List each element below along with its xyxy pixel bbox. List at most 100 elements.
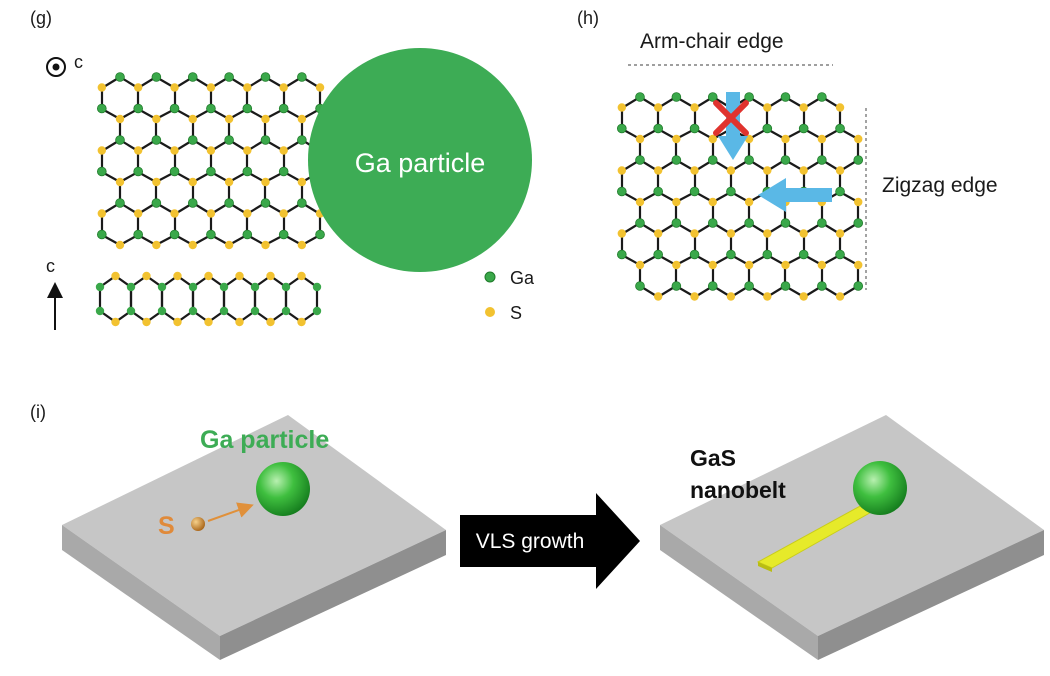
s-atom [799,166,808,175]
s-atom [133,146,143,155]
armchair-edge-label: Arm-chair edge [640,30,784,53]
s-atom [690,292,699,301]
ga-particle-label: Ga particle [355,148,486,178]
s-atom [817,260,827,270]
s-atom [617,166,627,175]
ga-s-lattice-top-view [97,72,344,250]
ga-atom [242,103,253,114]
s-atom [188,114,197,124]
ga-atom [95,282,105,292]
s-atom [152,114,161,124]
s-atom [133,83,143,92]
ga-atom [762,249,773,260]
s-atom [204,271,213,281]
ga-atom [260,135,271,145]
ga-atom [224,72,234,82]
s-atom [279,146,288,155]
ga-atom [689,249,700,260]
s-atom [170,83,179,92]
ga-atom [726,249,736,260]
ga-atom [224,198,234,208]
s-atom [726,292,736,301]
ga-atom [780,92,791,102]
ga-atom [97,103,107,114]
vls-growth-arrow-icon [460,493,640,589]
panel-i-label: (i) [30,402,46,422]
sulfur-label: S [158,512,175,540]
ga-atom [242,166,253,177]
ga-atom [224,135,234,145]
ga-atom [315,229,325,240]
ga-atom [297,198,307,208]
zigzag-edge-label: Zigzag edge [882,174,998,197]
s-atom [635,134,645,144]
s-atom [97,83,107,92]
s-atom [854,260,863,270]
s-atom [297,240,307,250]
s-atom [799,229,808,238]
ga-atom [780,218,791,228]
s-atom [653,166,663,175]
s-atom [617,103,627,112]
s-atom [653,292,663,301]
side-view-ring [284,274,319,324]
ga-particle-sphere-before [256,462,310,516]
s-atom [173,271,182,281]
ga-atom [297,135,307,145]
side-view-ring [160,274,195,324]
ga-atom [798,249,809,260]
s-atom [235,271,244,281]
s-atom [170,146,179,155]
ga-atom [707,92,718,102]
s-atom [690,166,699,175]
s-atom [763,229,772,238]
ga-atom [151,135,162,145]
s-atom [235,317,244,327]
s-atom [224,114,234,124]
s-atom [152,240,161,250]
ga-atom [133,166,143,177]
s-atom [744,260,754,270]
s-atom [142,317,151,327]
panel-i: (i) Ga particle S VLS growth GaS nanobel… [30,402,1044,660]
s-atom [279,209,288,218]
s-atom [243,209,252,218]
ga-atom [744,155,754,165]
ga-atom [187,135,198,145]
ga-atom [744,92,754,102]
sulfur-atom-sphere [191,517,205,531]
s-atom [115,240,125,250]
s-atom [115,114,125,124]
ga-atom [780,281,791,291]
ga-particle-text-before: Ga particle [200,426,329,454]
ga-atom [187,72,198,82]
s-atom [835,229,845,238]
ga-atom [707,155,718,165]
s-atom [297,271,306,281]
ga-atom [707,218,718,228]
ga-atom [689,123,700,134]
ga-atom [635,281,645,291]
vls-growth-label: VLS growth [476,530,585,553]
side-view-ring [222,274,257,324]
s-atom [672,260,681,270]
ga-atom [744,218,754,228]
ga-atom [653,123,663,134]
ga-atom [617,249,627,260]
c-axis-side-label: c [46,256,55,276]
s-atom [315,83,325,92]
s-atom [708,134,717,144]
ga-atom [169,103,180,114]
c-axis-top-label: c [74,52,83,72]
ga-atom [835,249,845,260]
ga-atom [206,229,216,240]
s-atom [690,229,699,238]
s-atom [224,177,234,187]
s-atom [726,229,736,238]
ga-atom [219,306,229,316]
s-atom [266,317,275,327]
s-atom [111,271,120,281]
substrate-before [62,415,446,660]
s-atom [188,240,197,250]
ga-atom [97,229,107,240]
